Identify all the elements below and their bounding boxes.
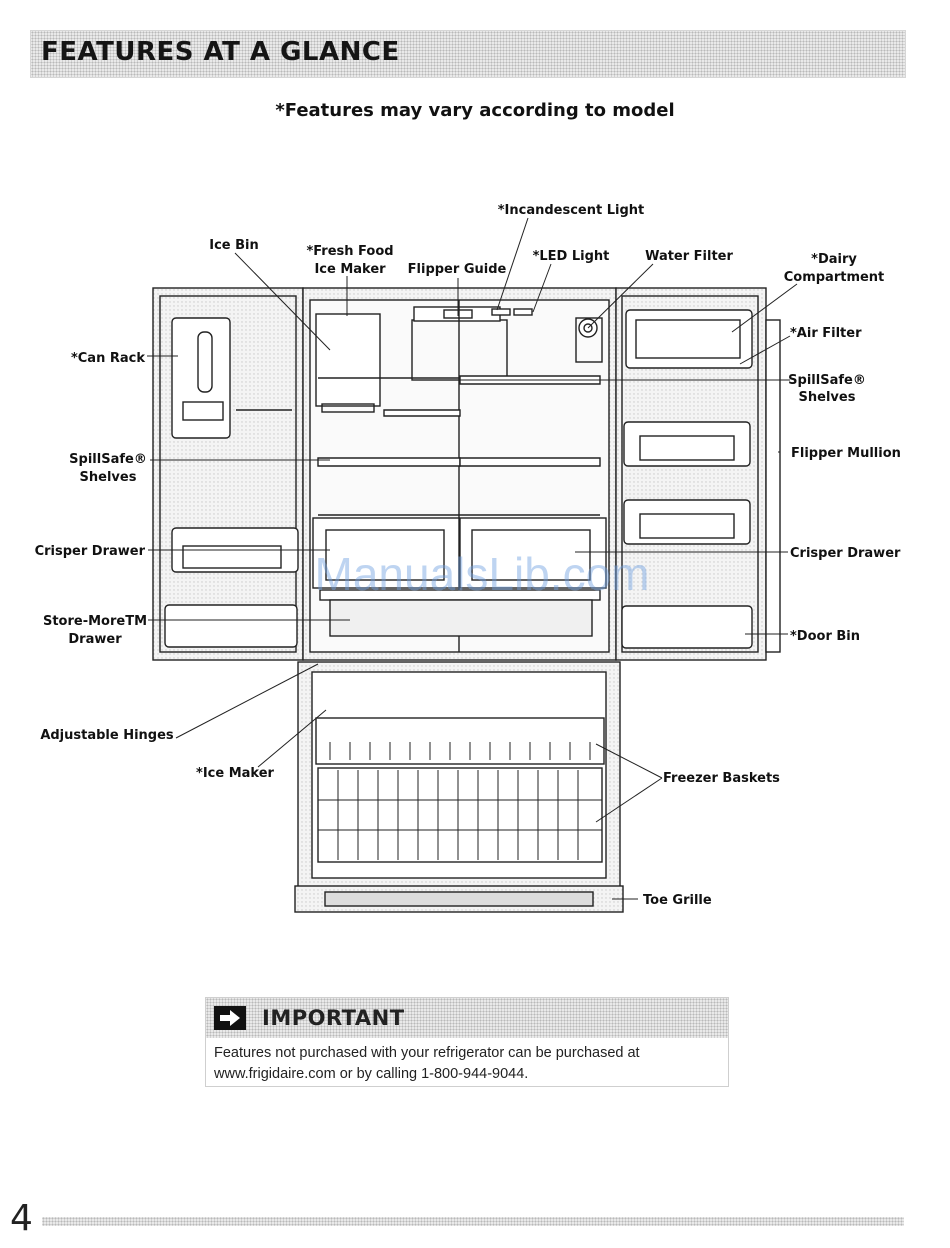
- label-air-filter: *Air Filter: [790, 326, 862, 341]
- label-spillsafe-right-line1: SpillSafe®: [788, 373, 866, 388]
- arrow-right-icon: [214, 1006, 246, 1030]
- label-store-more-line2: Drawer: [68, 632, 122, 647]
- label-toe-grille: Toe Grille: [643, 893, 712, 908]
- label-flipper-mullion: Flipper Mullion: [791, 446, 901, 461]
- label-flipper-guide: Flipper Guide: [408, 262, 507, 277]
- important-header: IMPORTANT: [206, 998, 728, 1038]
- label-spillsafe-left-line2: Shelves: [80, 470, 137, 485]
- label-fresh-food-ice-maker-line2: Ice Maker: [314, 262, 386, 277]
- label-can-rack: *Can Rack: [71, 351, 145, 366]
- page-number: 4: [10, 1198, 33, 1239]
- label-ice-bin: Ice Bin: [209, 238, 259, 253]
- label-spillsafe-left-line1: SpillSafe®: [69, 452, 147, 467]
- left-door: [152, 287, 304, 661]
- label-dairy-compartment-line1: *Dairy: [811, 252, 857, 267]
- label-door-bin: *Door Bin: [790, 629, 860, 644]
- footer-bar: [42, 1217, 904, 1226]
- freezer-compartment: [294, 661, 624, 913]
- important-title: IMPORTANT: [262, 1006, 405, 1030]
- label-crisper-drawer-right: Crisper Drawer: [790, 546, 901, 561]
- subtitle: *Features may vary according to model: [275, 100, 675, 121]
- label-incandescent-light: *Incandescent Light: [498, 203, 645, 218]
- label-dairy-compartment-line2: Compartment: [784, 270, 885, 285]
- label-adjustable-hinges: Adjustable Hinges: [40, 728, 174, 743]
- label-crisper-drawer-left: Crisper Drawer: [35, 544, 146, 559]
- label-ice-maker: *Ice Maker: [196, 766, 275, 781]
- page-title: FEATURES AT A GLANCE: [41, 37, 400, 67]
- label-freezer-baskets: Freezer Baskets: [663, 771, 780, 786]
- important-box: IMPORTANT Features not purchased with yo…: [205, 997, 729, 1087]
- fresh-food-compartment: [302, 287, 617, 661]
- label-water-filter: Water Filter: [645, 249, 733, 264]
- header-bar: FEATURES AT A GLANCE: [30, 30, 906, 78]
- label-spillsafe-right-line2: Shelves: [799, 390, 856, 405]
- important-body: Features not purchased with your refrige…: [214, 1045, 640, 1082]
- label-store-more-line1: Store-MoreTM: [43, 614, 147, 629]
- watermark: ManualsLib.com: [315, 548, 650, 600]
- right-door: [615, 287, 781, 661]
- label-fresh-food-ice-maker-line1: *Fresh Food: [306, 244, 393, 259]
- label-led-light: *LED Light: [533, 249, 610, 264]
